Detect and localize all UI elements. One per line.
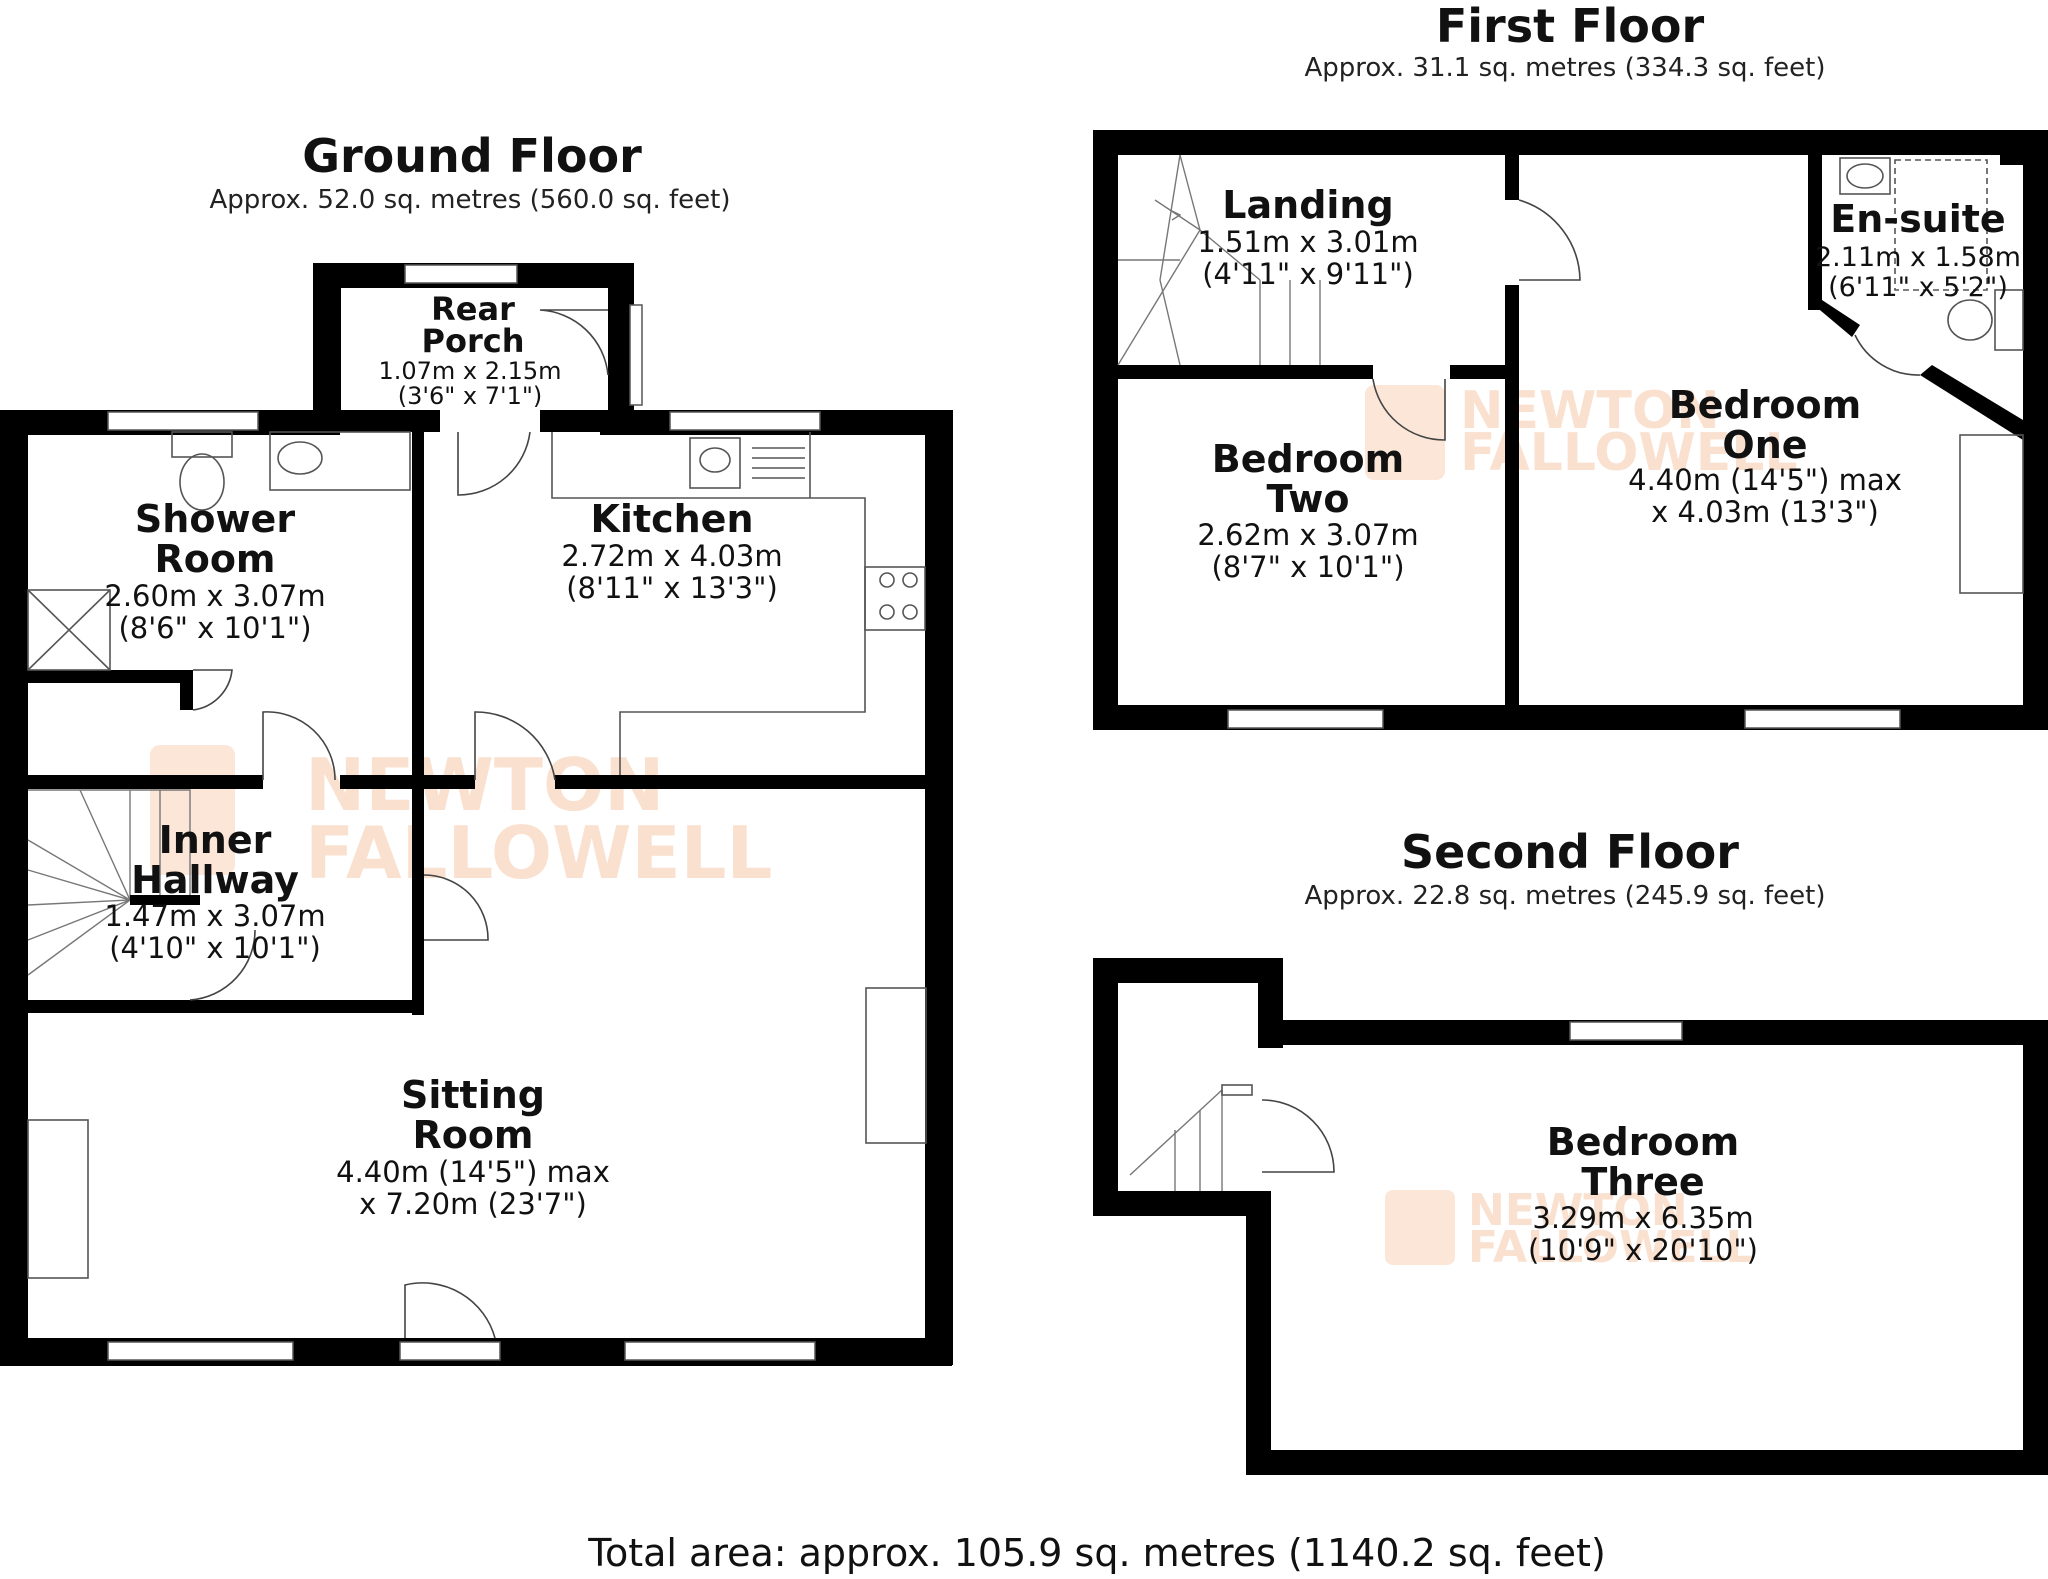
bedroom-one-name-2: One <box>1722 423 1807 467</box>
watermark-text-5: NEWTON <box>1468 1185 1688 1236</box>
bedroom-one-name-1: Bedroom <box>1669 383 1862 427</box>
bedroom-two-dims-2: (8'7" x 10'1") <box>1211 550 1404 584</box>
total-area: Total area: approx. 105.9 sq. metres (11… <box>587 1531 1606 1575</box>
first-floor-heading: First Floor Approx. 31.1 sq. metres (334… <box>1304 0 1825 83</box>
bedroom-two-dims-1: 2.62m x 3.07m <box>1197 518 1418 552</box>
first-floor-stairs <box>1117 154 1321 366</box>
bedroom-one-dims-1: 4.40m (14'5") max <box>1628 463 1902 497</box>
ground-floor-area: Approx. 52.0 sq. metres (560.0 sq. feet) <box>209 185 730 215</box>
en-suite-dims-1: 2.11m x 1.58m <box>1815 242 2021 273</box>
rear-porch-dims-1: 1.07m x 2.15m <box>378 357 561 385</box>
first-floor-doors <box>1372 199 1921 441</box>
second-floor-details <box>1129 1021 1683 1191</box>
ground-floor-stairs <box>27 789 200 976</box>
sitting-room-name-1: Sitting <box>401 1073 545 1117</box>
rear-porch-dims-2: (3'6" x 7'1") <box>398 382 543 410</box>
bedroom-two-name-2: Two <box>1267 477 1350 521</box>
en-suite-name: En-suite <box>1830 197 2005 241</box>
inner-hallway-name-2: Hallway <box>131 858 299 902</box>
ground-floor-title: Ground Floor <box>302 129 642 183</box>
en-suite-dims-2: (6'11" x 5'2") <box>1828 272 2008 303</box>
room-bedroom-two: Bedroom Two 2.62m x 3.07m (8'7" x 10'1") <box>1197 437 1418 584</box>
ground-floor-fixtures <box>27 431 927 1279</box>
bedroom-three-name-1: Bedroom <box>1547 1120 1740 1164</box>
first-floor-area: Approx. 31.1 sq. metres (334.3 sq. feet) <box>1304 53 1825 83</box>
bedroom-three-name-2: Three <box>1581 1160 1704 1204</box>
room-rear-porch: Rear Porch 1.07m x 2.15m (3'6" x 7'1") <box>378 290 561 410</box>
watermark-text-3: NEWTON <box>1460 381 1720 441</box>
room-inner-hallway: Inner Hallway 1.47m x 3.07m (4'10" x 10'… <box>104 818 325 965</box>
watermark-text-2: FALLOWELL <box>305 811 772 895</box>
kitchen-dims-1: 2.72m x 4.03m <box>561 539 782 573</box>
second-floor-area: Approx. 22.8 sq. metres (245.9 sq. feet) <box>1304 881 1825 911</box>
room-en-suite: En-suite 2.11m x 1.58m (6'11" x 5'2") <box>1815 197 2021 303</box>
inner-hallway-dims-2: (4'10" x 10'1") <box>109 931 321 965</box>
sitting-room-name-2: Room <box>412 1113 533 1157</box>
landing-dims-2: (4'11" x 9'11") <box>1202 257 1414 291</box>
kitchen-dims-2: (8'11" x 13'3") <box>566 571 778 605</box>
watermark-text-6: FALLOWELL <box>1468 1222 1754 1273</box>
inner-hallway-dims-1: 1.47m x 3.07m <box>104 899 325 933</box>
second-floor-heading: Second Floor Approx. 22.8 sq. metres (24… <box>1304 825 1825 911</box>
bedroom-two-name-1: Bedroom <box>1212 437 1405 481</box>
bedroom-three-dims-1: 3.29m x 6.35m <box>1532 1201 1753 1235</box>
landing-dims-1: 1.51m x 3.01m <box>1197 225 1418 259</box>
first-floor-windows <box>1227 709 1901 729</box>
first-floor-walls <box>1093 130 2048 730</box>
shower-room-dims-2: (8'6" x 10'1") <box>118 611 311 645</box>
sitting-room-dims-2: x 7.20m (23'7") <box>359 1187 587 1221</box>
watermark-second: NEWTON FALLOWELL <box>1385 1185 1754 1273</box>
landing-name: Landing <box>1222 183 1393 227</box>
first-floor-fixtures <box>1839 157 2024 594</box>
inner-hallway-name-1: Inner <box>159 818 272 862</box>
bedroom-three-dims-2: (10'9" x 20'10") <box>1528 1233 1758 1267</box>
ground-floor-windows <box>107 264 821 1361</box>
shower-room-name-1: Shower <box>135 497 295 541</box>
room-sitting-room: Sitting Room 4.40m (14'5") max x 7.20m (… <box>336 1073 610 1221</box>
rear-porch-name-1: Rear <box>431 290 515 328</box>
room-kitchen: Kitchen 2.72m x 4.03m (8'11" x 13'3") <box>561 497 782 605</box>
sitting-room-dims-1: 4.40m (14'5") max <box>336 1155 610 1189</box>
room-shower-room: Shower Room 2.60m x 3.07m (8'6" x 10'1") <box>104 497 325 645</box>
kitchen-name: Kitchen <box>590 497 753 541</box>
second-floor-title: Second Floor <box>1401 825 1739 879</box>
shower-room-name-2: Room <box>154 537 275 581</box>
shower-room-dims-1: 2.60m x 3.07m <box>104 579 325 613</box>
rear-porch-name-2: Porch <box>422 322 525 360</box>
ground-floor-heading: Ground Floor Approx. 52.0 sq. metres (56… <box>209 129 730 215</box>
first-floor-title: First Floor <box>1436 0 1705 53</box>
room-bedroom-one: Bedroom One 4.40m (14'5") max x 4.03m (1… <box>1628 383 1902 529</box>
room-landing: Landing 1.51m x 3.01m (4'11" x 9'11") <box>1197 183 1418 291</box>
room-bedroom-three: Bedroom Three 3.29m x 6.35m (10'9" x 20'… <box>1528 1120 1758 1267</box>
ground-floor-doors <box>189 309 609 1339</box>
bedroom-one-dims-2: x 4.03m (13'3") <box>1651 495 1879 529</box>
